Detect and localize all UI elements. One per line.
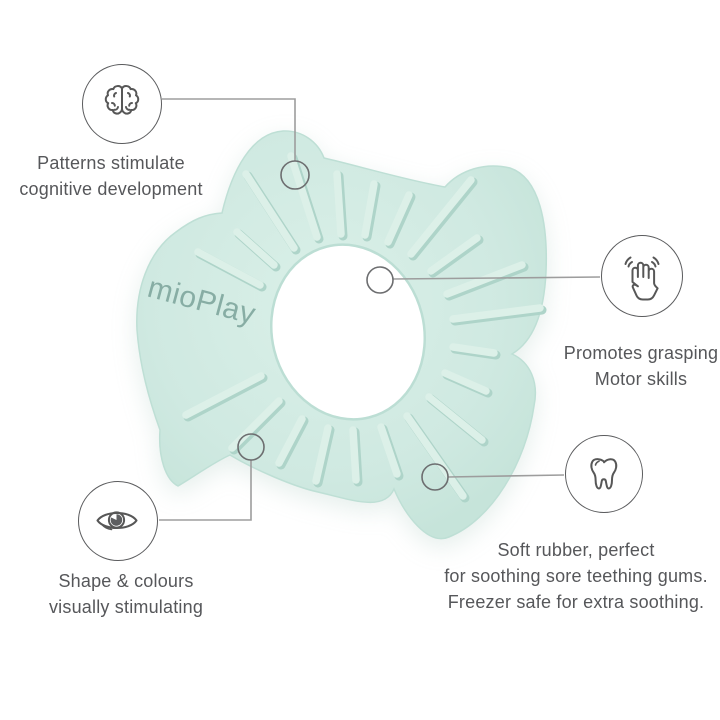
callout-cognitive: Patterns stimulate cognitive development [0, 150, 222, 202]
connector-soothing-line [447, 474, 565, 478]
callout-cognitive-line2: cognitive development [19, 179, 203, 199]
teether-center-hole [269, 243, 427, 421]
teether-body: mioPlay [136, 130, 548, 540]
teether-ridge [427, 234, 481, 275]
connector-visual-dot [237, 433, 265, 461]
callout-soothing-line3: Freezer safe for extra soothing. [447, 592, 705, 612]
teether-ridge [377, 423, 401, 478]
teether-ridge [384, 191, 413, 246]
teether-ridge [194, 248, 264, 289]
teether-ridge [403, 412, 467, 500]
teether-ridge [449, 304, 544, 323]
tooth-icon [590, 458, 618, 490]
teether-ridge [312, 424, 332, 485]
teether-ridge [275, 415, 306, 467]
connector-cognitive-line [162, 98, 296, 161]
callout-soothing: Soft rubber, perfect for soothing sore t… [426, 537, 720, 615]
callout-soothing-line2: for soothing sore teething gums. [444, 566, 708, 586]
teether-ridge [443, 261, 526, 298]
callout-soothing-line1: Soft rubber, perfect [497, 540, 655, 560]
soothing-icon-badge [565, 435, 643, 513]
hand-icon [624, 256, 660, 301]
visual-icon-badge [78, 481, 158, 561]
connector-visual-line [159, 460, 252, 521]
connector-soothing-dot [421, 463, 449, 491]
teether-ridge [349, 426, 360, 484]
teether-ridge [242, 170, 298, 252]
cognitive-icon-badge [82, 64, 162, 144]
brain-icon [104, 85, 140, 115]
callout-grasping-line2: Motor skills [594, 369, 688, 389]
callout-visual-line2: visually stimulating [48, 597, 204, 617]
teether-ridge [441, 369, 490, 395]
callout-visual-line1: Shape & colours [58, 571, 194, 591]
connector-grasping-dot [366, 266, 394, 294]
connector-grasping-line [392, 276, 601, 280]
teether-ridge [449, 343, 498, 357]
connector-cognitive-dot [280, 160, 310, 190]
teether-ridge [233, 228, 278, 269]
teether-ridge [333, 170, 345, 238]
teether-ridge [425, 393, 486, 444]
grasping-icon-badge [601, 235, 683, 317]
callout-visual: Shape & colours visually stimulating [6, 568, 246, 620]
teether-ridge [287, 152, 321, 241]
callout-cognitive-line1: Patterns stimulate [37, 153, 185, 173]
teether-ridge [407, 176, 475, 258]
teether-ridge [182, 372, 265, 419]
teether-ridges [182, 152, 547, 503]
teether-ridge [361, 180, 378, 239]
eye-icon [96, 511, 138, 531]
callout-grasping-line1: Promotes grasping [563, 343, 719, 363]
callout-grasping: Promotes grasping Motor skills [521, 340, 720, 392]
